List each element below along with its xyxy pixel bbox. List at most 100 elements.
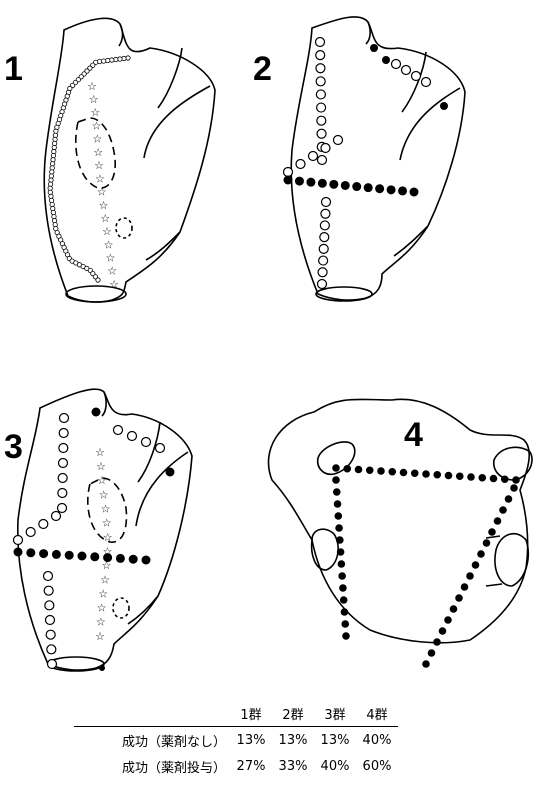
ablation-point-filled — [512, 476, 520, 484]
ablation-point-open — [316, 77, 325, 86]
ablation-point-filled — [411, 469, 419, 477]
ablation-point-filled — [364, 183, 373, 192]
star-marker: ☆ — [102, 225, 112, 238]
star-marker: ☆ — [104, 238, 114, 251]
ablation-point-filled — [450, 605, 458, 613]
ablation-point-open — [52, 512, 61, 521]
ablation-point-open — [320, 233, 329, 242]
ablation-point-open — [321, 144, 330, 153]
star-marker: ☆ — [95, 172, 105, 185]
ablation-point-open — [392, 60, 401, 69]
ablation-point-open — [317, 129, 326, 138]
row-label: 成功（薬剤投与） — [74, 753, 230, 779]
panel-3-number: 3 — [4, 428, 23, 466]
ablation-point-filled — [387, 185, 396, 194]
column-header: 3群 — [314, 700, 356, 727]
ablation-point-filled — [499, 506, 507, 514]
ablation-point-filled — [370, 44, 378, 52]
ablation-point-open — [318, 156, 327, 165]
ablation-point-open — [319, 244, 328, 253]
ablation-point-filled — [336, 536, 344, 544]
ablation-point-filled — [166, 468, 175, 477]
table-cell: 40% — [314, 753, 356, 779]
ablation-point-filled — [400, 469, 408, 477]
ablation-point-open — [334, 136, 343, 145]
star-marker: ☆ — [100, 573, 110, 586]
ablation-point-filled — [116, 554, 125, 563]
table-corner — [74, 700, 230, 727]
ablation-point-filled — [510, 484, 518, 492]
panel-4-outline — [268, 399, 532, 642]
table-cell: 13% — [314, 727, 356, 754]
ablation-point-filled — [366, 466, 374, 474]
ablation-point-open — [58, 474, 67, 483]
table-row: 成功（薬剤なし） 13% 13% 13% 40% — [74, 727, 398, 754]
ablation-point-open — [60, 414, 69, 423]
star-marker: ☆ — [95, 630, 105, 643]
row-label: 成功（薬剤なし） — [74, 727, 230, 754]
ablation-point-open — [46, 616, 55, 625]
ablation-point-filled — [332, 476, 340, 484]
ablation-point-open — [59, 429, 68, 438]
ablation-point-filled — [329, 180, 338, 189]
star-marker: ☆ — [92, 119, 102, 132]
ablation-point-open — [48, 660, 57, 669]
ablation-point-filled — [341, 608, 349, 616]
ablation-point-open — [402, 66, 411, 75]
ablation-point-open — [46, 630, 55, 639]
ablation-point-filled — [318, 179, 327, 188]
panel-1-number: 1 — [4, 50, 23, 88]
panel-2-number: 2 — [253, 50, 272, 88]
ablation-point-open — [59, 444, 68, 453]
ablation-point-open — [317, 116, 326, 125]
star-marker: ☆ — [95, 446, 105, 459]
star-marker: ☆ — [87, 80, 97, 93]
ablation-point-filled — [433, 471, 441, 479]
ablation-point-open — [422, 78, 431, 87]
star-marker: ☆ — [97, 186, 107, 199]
table-header-row: 1群 2群 3群 4群 — [74, 700, 398, 727]
table-cell: 13% — [272, 727, 314, 754]
star-marker: ☆ — [103, 531, 113, 544]
ablation-point-open — [317, 103, 326, 112]
ablation-point-filled — [467, 473, 475, 481]
ablation-point-filled — [339, 584, 347, 592]
star-marker: ☆ — [93, 146, 103, 159]
ablation-point-open — [47, 645, 56, 654]
ablation-point-open — [309, 152, 318, 161]
table-cell: 33% — [272, 753, 314, 779]
star-marker: ☆ — [102, 559, 112, 572]
ablation-point-filled — [445, 472, 453, 480]
panel-4-number: 4 — [404, 416, 423, 454]
heart-lesion-diagram: ☆☆☆☆☆☆☆☆☆☆☆☆☆☆☆☆☆☆☆☆☆☆☆☆☆☆☆☆☆☆ 1 2 3 4 — [0, 0, 538, 700]
ablation-point-filled — [332, 464, 340, 472]
ablation-point-filled — [494, 517, 502, 525]
ablation-point-filled — [65, 551, 74, 560]
ablation-point-filled — [142, 556, 151, 565]
ablation-point-open — [321, 209, 330, 218]
ablation-point-filled — [428, 649, 436, 657]
ablation-point-filled — [129, 555, 138, 564]
ablation-point-open — [320, 221, 329, 230]
ablation-point-filled — [52, 550, 61, 559]
ablation-point-filled — [343, 465, 351, 473]
ablation-point-filled — [341, 181, 350, 190]
ablation-point-filled — [39, 549, 48, 558]
ablation-point-filled — [375, 184, 384, 193]
ablation-point-filled — [78, 552, 87, 561]
ablation-point-filled — [488, 528, 496, 536]
ablation-point-filled — [355, 466, 363, 474]
ablation-point-open — [39, 520, 48, 529]
star-marker: ☆ — [99, 488, 109, 501]
ablation-point-filled — [352, 182, 361, 191]
ablation-point-filled — [478, 474, 486, 482]
star-marker: ☆ — [105, 252, 115, 265]
ablation-point-filled — [472, 561, 480, 569]
table-cell: 40% — [356, 727, 398, 754]
ablation-point-filled — [26, 548, 35, 557]
column-header: 2群 — [272, 700, 314, 727]
ablation-point-filled — [440, 102, 448, 110]
linear-lesion-point — [96, 278, 100, 282]
ablation-point-open — [316, 64, 325, 73]
ablation-point-open — [284, 168, 293, 177]
